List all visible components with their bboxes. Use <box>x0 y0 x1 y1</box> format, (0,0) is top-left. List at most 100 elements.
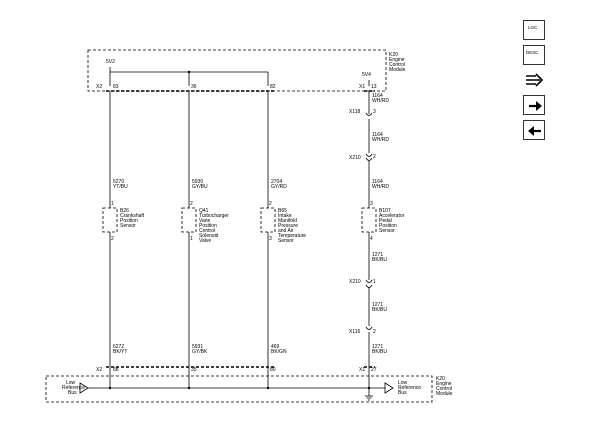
wire-label-6272: 6272 <box>113 344 124 350</box>
svg-text:Valve: Valve <box>199 238 211 244</box>
svg-text:B26: B26 <box>120 208 129 214</box>
svg-text:GY/BK: GY/BK <box>192 349 208 355</box>
pin-top-3: 82 <box>270 84 276 90</box>
svg-text:Sensor: Sensor <box>379 228 395 234</box>
svg-text:Bus: Bus <box>398 390 407 396</box>
svg-text:2: 2 <box>190 201 193 207</box>
svg-text:Position: Position <box>120 218 138 224</box>
svg-text:2: 2 <box>373 329 376 335</box>
wire-label-5930: 5930 <box>192 179 203 185</box>
component-b26: 1 2 B26 Crankshaft Position Sensor <box>102 201 145 242</box>
svg-text:BK/BU: BK/BU <box>372 307 387 313</box>
wire-label-1164-a: 1164 <box>372 93 383 99</box>
svg-text:Low: Low <box>66 380 76 386</box>
component-q41: 2 1 Q41 Turbocharger Vane Position Contr… <box>181 201 229 244</box>
wire-label-469: 469 <box>271 344 280 350</box>
svg-text:Module: Module <box>389 67 406 73</box>
svg-text:Module: Module <box>436 391 453 397</box>
wire-label-5931: 5931 <box>192 344 203 350</box>
pin-top-1: 83 <box>113 84 119 90</box>
wire-label-2704: 2704 <box>271 179 282 185</box>
connector-x118-symbol <box>365 112 373 116</box>
connector-x210-bottom-label: X210 <box>349 279 361 285</box>
loc-button[interactable]: LOC <box>523 20 545 40</box>
bus-buffer-right-icon <box>384 382 394 394</box>
svg-text:Reference: Reference <box>398 385 421 391</box>
wire-label-1164-b: 1164 <box>372 132 383 138</box>
wire-label-1271-c: 1271 <box>372 344 383 350</box>
svg-text:BK/BU: BK/BU <box>372 349 387 355</box>
component-b107: 3 4 B107 Accelerator Pedal Position Sens… <box>361 201 405 242</box>
svg-text:Temperature: Temperature <box>278 233 306 239</box>
connector-x210-top-label: X210 <box>349 155 361 161</box>
bus-label-left: Low Reference Bus <box>62 380 85 396</box>
svg-text:Pressure: Pressure <box>278 223 298 229</box>
svg-text:Position: Position <box>199 223 217 229</box>
pin-bottom-4: 27 <box>371 367 377 373</box>
desc-button[interactable]: DESC <box>523 45 545 65</box>
connector-x116-symbol <box>365 326 373 330</box>
svg-text:Intake: Intake <box>278 213 292 219</box>
svg-text:3: 3 <box>373 109 376 115</box>
svg-text:Reference: Reference <box>62 385 85 391</box>
svg-text:Bus: Bus <box>68 390 77 396</box>
connector-x1-top: X1 <box>359 84 365 90</box>
svg-text:Accelerator: Accelerator <box>379 213 405 219</box>
svg-text:2: 2 <box>111 236 114 242</box>
svg-text:4: 4 <box>370 236 373 242</box>
svg-text:Engine: Engine <box>389 57 405 63</box>
svg-text:Sensor: Sensor <box>278 238 294 244</box>
supply-label-left: 5V2 <box>106 59 115 65</box>
svg-text:DESC: DESC <box>526 50 539 55</box>
svg-text:and Air: and Air <box>278 228 294 234</box>
svg-text:Engine: Engine <box>436 381 452 387</box>
connector-x1-bottom: X1 <box>359 367 365 373</box>
wire-label-1271-b: 1271 <box>372 302 383 308</box>
svg-text:GY/RD: GY/RD <box>271 184 287 190</box>
pin-bottom-2: 35 <box>191 367 197 373</box>
svg-text:2: 2 <box>373 154 376 160</box>
pin-bottom-1: 88 <box>113 367 119 373</box>
svg-text:WH/RD: WH/RD <box>372 98 389 104</box>
svg-text:3: 3 <box>370 201 373 207</box>
arrow-right-icon[interactable] <box>523 95 545 115</box>
svg-text:Solenoid: Solenoid <box>199 233 219 239</box>
svg-text:Q41: Q41 <box>199 208 209 214</box>
svg-text:Sensor: Sensor <box>120 223 136 229</box>
connector-view-icon[interactable] <box>523 70 545 90</box>
svg-text:K20: K20 <box>389 52 398 58</box>
k20-module-top-box <box>87 49 387 92</box>
svg-text:Position: Position <box>379 223 397 229</box>
bus-buffer-left-icon <box>79 382 89 394</box>
svg-text:LOC: LOC <box>528 25 538 30</box>
module-label-bottom: K20 Engine Control Module <box>436 376 453 397</box>
connector-x210-top-symbol <box>365 157 373 161</box>
svg-text:WH/RD: WH/RD <box>372 137 389 143</box>
module-label-top: K20 Engine Control Module <box>389 52 406 73</box>
svg-text:3: 3 <box>269 236 272 242</box>
svg-text:1: 1 <box>111 201 114 207</box>
svg-text:GY/BU: GY/BU <box>192 184 208 190</box>
svg-text:1: 1 <box>190 236 193 242</box>
supply-label-right: 5V4 <box>362 72 371 78</box>
k20-module-bottom-box <box>45 375 433 403</box>
pin-top-4: 13 <box>371 84 377 90</box>
connector-x2-top: X2 <box>96 84 102 90</box>
svg-text:Pedal: Pedal <box>379 218 392 224</box>
svg-text:Manifold: Manifold <box>278 218 297 224</box>
arrow-left-icon[interactable] <box>523 120 545 140</box>
connector-x210-bottom-symbol <box>365 279 373 283</box>
svg-text:BK/YT: BK/YT <box>113 349 127 355</box>
svg-text:Control: Control <box>199 228 215 234</box>
svg-text:Control: Control <box>436 386 452 392</box>
svg-text:Low: Low <box>398 380 408 386</box>
connector-x116-label: X116 <box>349 329 361 335</box>
svg-text:B107: B107 <box>379 208 391 214</box>
svg-text:BK/GN: BK/GN <box>271 349 287 355</box>
svg-text:K20: K20 <box>436 376 445 382</box>
svg-text:Turbocharger: Turbocharger <box>199 213 229 219</box>
svg-text:YT/BU: YT/BU <box>113 184 128 190</box>
svg-text:1: 1 <box>373 279 376 285</box>
wire-label-1164-c: 1164 <box>372 179 383 185</box>
